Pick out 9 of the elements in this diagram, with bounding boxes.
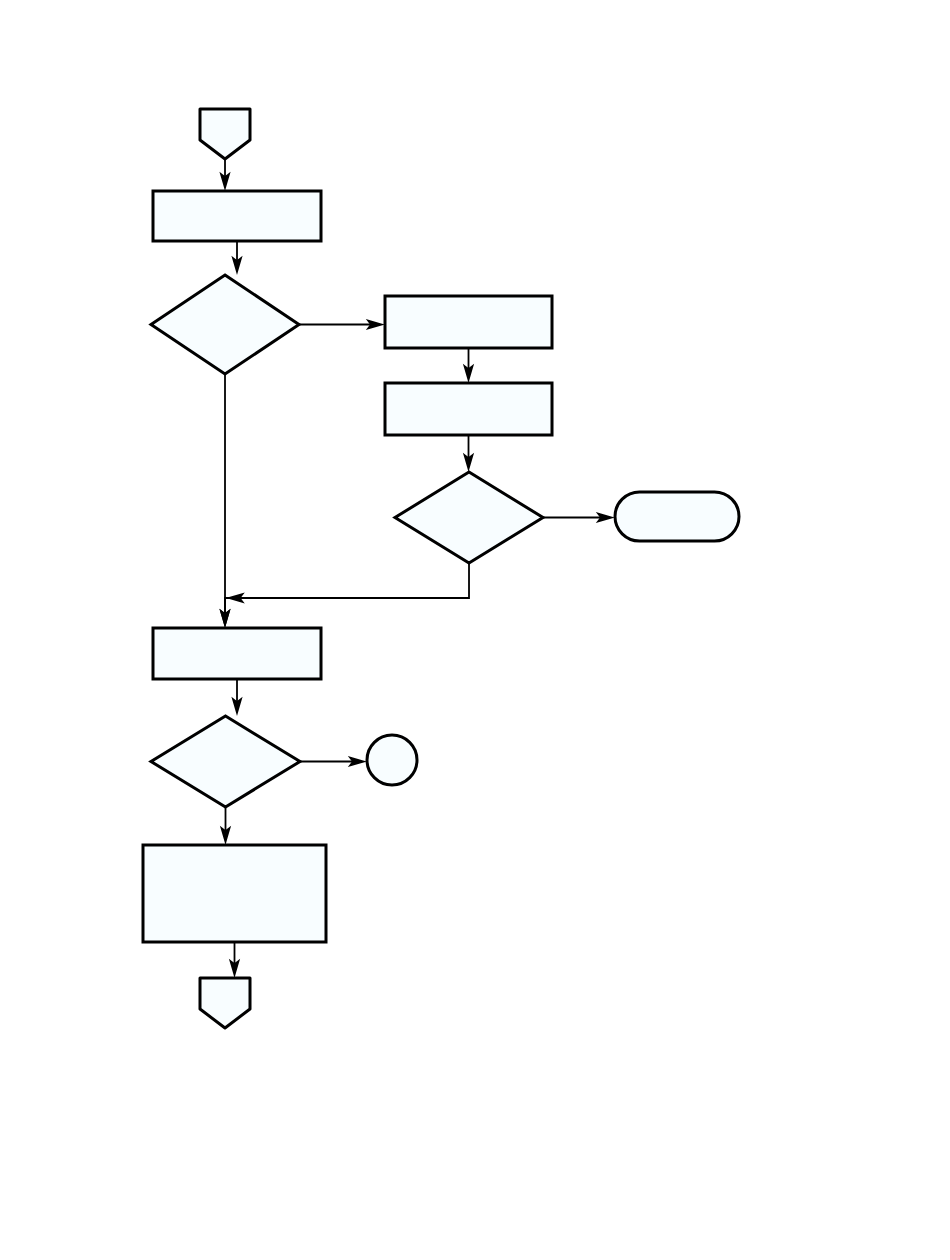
off-page-connector: [198, 976, 252, 1030]
process-box: [141, 843, 328, 944]
process-box: [151, 189, 323, 243]
off-page-connector: [198, 107, 252, 161]
connector-circle: [365, 733, 419, 787]
terminator-capsule: [613, 490, 741, 543]
process-box: [383, 294, 554, 350]
process-box: [383, 381, 554, 437]
process-box: [151, 626, 323, 681]
